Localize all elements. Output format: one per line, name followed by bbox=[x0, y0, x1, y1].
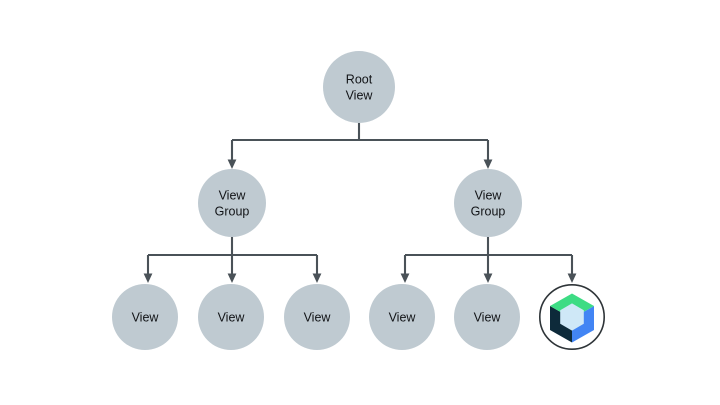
arrowhead-to-leaf-3 bbox=[312, 273, 322, 283]
node-view-group-left-label-line2: Group bbox=[215, 204, 250, 218]
arrowhead-to-leaf-compose bbox=[567, 273, 577, 283]
node-view-leaf-5-circle bbox=[454, 284, 520, 350]
node-view-leaf-3[interactable]: View bbox=[284, 284, 350, 350]
node-view-leaf-5-label: View bbox=[474, 310, 502, 324]
node-view-leaf-3-circle bbox=[284, 284, 350, 350]
node-root-view-circle bbox=[323, 51, 395, 123]
node-view-group-right-circle bbox=[454, 169, 522, 237]
node-view-leaf-2-label: View bbox=[218, 310, 246, 324]
jetpack-compose-icon-center-hexagon bbox=[560, 303, 584, 331]
node-view-group-left-circle bbox=[198, 169, 266, 237]
arrowhead-to-group-left bbox=[227, 159, 237, 169]
connector-group-right-to-leaves bbox=[400, 237, 577, 283]
node-view-group-left[interactable]: View Group bbox=[198, 169, 266, 237]
node-root-view-label-line1: Root bbox=[346, 72, 373, 86]
arrowhead-to-group-right bbox=[483, 159, 493, 169]
node-view-group-right-label-line1: View bbox=[475, 188, 503, 202]
node-view-group-right[interactable]: View Group bbox=[454, 169, 522, 237]
node-view-leaf-2-circle bbox=[198, 284, 264, 350]
node-view-leaf-5[interactable]: View bbox=[454, 284, 520, 350]
node-view-leaf-3-label: View bbox=[304, 310, 332, 324]
node-view-leaf-2[interactable]: View bbox=[198, 284, 264, 350]
connector-group-left-to-leaves bbox=[143, 237, 322, 283]
node-root-view-label-line2: View bbox=[346, 88, 374, 102]
node-view-leaf-1-circle bbox=[112, 284, 178, 350]
arrowhead-to-leaf-2 bbox=[227, 273, 237, 283]
connector-root-to-groups bbox=[227, 123, 493, 169]
node-view-leaf-4-circle bbox=[369, 284, 435, 350]
arrowhead-to-leaf-4 bbox=[400, 273, 410, 283]
node-view-group-left-label-line1: View bbox=[219, 188, 247, 202]
node-view-leaf-4[interactable]: View bbox=[369, 284, 435, 350]
node-view-leaf-1[interactable]: View bbox=[112, 284, 178, 350]
node-view-group-right-label-line2: Group bbox=[471, 204, 506, 218]
node-view-leaf-4-label: View bbox=[389, 310, 417, 324]
arrowhead-to-leaf-5 bbox=[483, 273, 493, 283]
node-view-leaf-1-label: View bbox=[132, 310, 160, 324]
arrowhead-to-leaf-1 bbox=[143, 273, 153, 283]
jetpack-compose-icon bbox=[550, 293, 594, 343]
node-root-view[interactable]: Root View bbox=[323, 51, 395, 123]
node-jetpack-compose[interactable] bbox=[538, 283, 605, 350]
